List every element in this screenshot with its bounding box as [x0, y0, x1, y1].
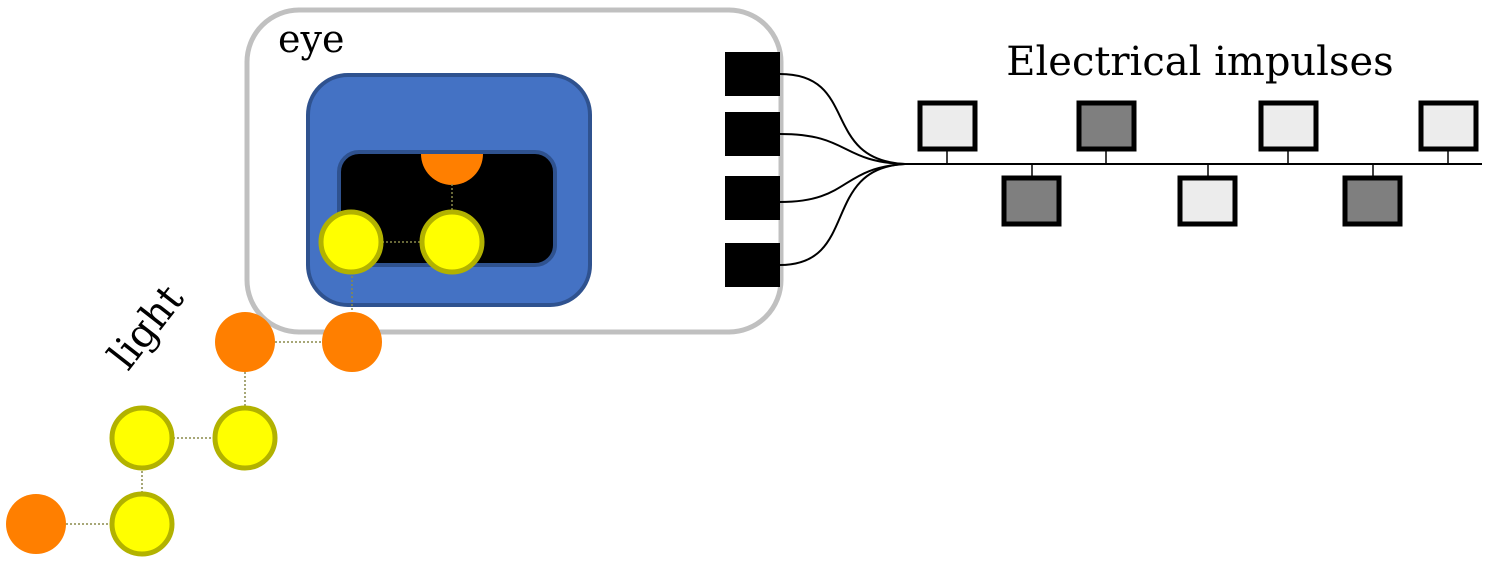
- pulse-square-dark: [1076, 100, 1137, 152]
- nerve-wire: [779, 133, 906, 165]
- nerve-wire: [779, 163, 906, 203]
- orange-photon: [215, 312, 275, 372]
- nerve-wire: [779, 163, 906, 266]
- orange-half-circle: [421, 154, 483, 185]
- impulses-label: Electrical impulses: [1006, 39, 1393, 85]
- orange-photon: [322, 312, 382, 372]
- yellow-photon: [109, 405, 175, 471]
- pulse-square-light: [1418, 100, 1479, 152]
- yellow-photon-eye-left: [318, 209, 384, 275]
- yellow-photon: [212, 405, 278, 471]
- eye-output-terminal: [725, 52, 780, 96]
- eye-label: eye: [278, 17, 344, 61]
- nerve-wire: [779, 73, 906, 165]
- pulse-square-light: [1258, 100, 1319, 152]
- pulse-square-light: [1177, 175, 1238, 227]
- yellow-photon-eye-right: [419, 209, 485, 275]
- orange-photon: [6, 494, 66, 554]
- light-label: light: [100, 277, 194, 379]
- eye-output-terminal: [725, 112, 780, 156]
- eye-output-terminal: [725, 243, 780, 287]
- pulse-square-dark: [1001, 175, 1062, 227]
- pulse-square-dark: [1342, 175, 1403, 227]
- pulse-square-light: [917, 100, 978, 152]
- eye-output-terminal: [725, 176, 780, 220]
- yellow-photon: [109, 491, 175, 557]
